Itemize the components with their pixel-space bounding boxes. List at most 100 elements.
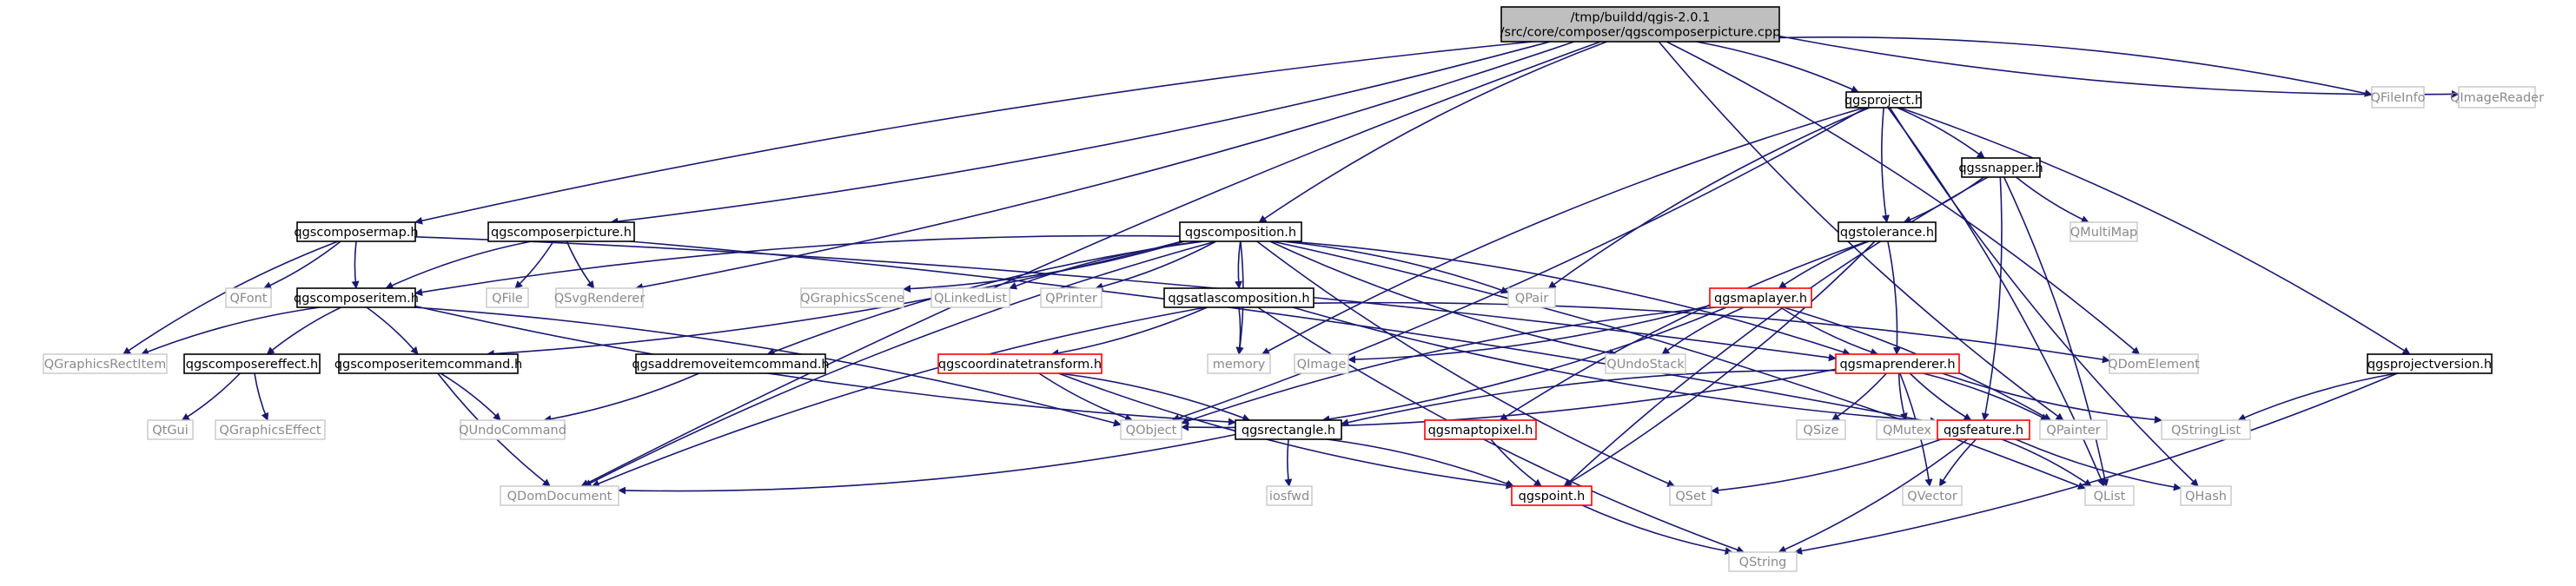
edge-qgscomposition-to-qdomdocument xyxy=(583,240,1216,487)
node-label: qgsaddremoveitemcommand.h xyxy=(632,358,829,372)
node-box xyxy=(1120,419,1182,440)
node-label: qgssnapper.h xyxy=(1958,161,2043,175)
node-box xyxy=(1507,287,1556,308)
node-box xyxy=(338,353,519,374)
node-label: qgscoordinatetransform.h xyxy=(938,358,1102,372)
edge-root-to-qgscomposition xyxy=(1258,41,1607,223)
node-qgscomposerpicture[interactable]: qgscomposerpicture.h xyxy=(487,221,635,242)
node-label: qgspoint.h xyxy=(1519,490,1586,504)
edge-root-to-qsvgrenderer xyxy=(634,41,1575,291)
edge-qgssnapper-to-qlist xyxy=(2003,176,2109,487)
edge-qgscomposermap-to-qgscomposeritem xyxy=(351,240,360,289)
edge-qgsmaptopixel-to-qgspoint xyxy=(1490,438,1542,487)
edge-qgstolerance-to-qgsmaptopixel xyxy=(1499,240,1868,421)
node-qgsmaplayer[interactable]: qgsmaplayer.h xyxy=(1709,287,1812,308)
node-label: QDomElement xyxy=(2108,358,2200,372)
node-qgsmaprenderer[interactable]: qgsmaprenderer.h xyxy=(1835,353,1960,374)
edge-qgsmaplayer-to-qundostack xyxy=(1661,306,1745,355)
node-label: QPrinter xyxy=(1045,292,1097,306)
node-box xyxy=(1266,485,1313,506)
edge-qgsmaprenderer-to-qsize xyxy=(1831,372,1887,421)
node-label: qgsatlascomposition.h xyxy=(1168,292,1309,306)
node-qprinter: QPrinter xyxy=(1040,287,1103,308)
node-qimage: QImage xyxy=(1294,353,1349,374)
edge-qgsatlascomposition-to-qdomdocument xyxy=(591,306,1207,488)
node-box xyxy=(500,485,619,506)
node-label: QString xyxy=(1739,556,1787,570)
node-box xyxy=(2180,485,2232,506)
node-box xyxy=(2458,86,2536,109)
edge-qgsaddremoveitemcommand-to-qundocommand xyxy=(543,372,700,424)
node-memory: memory xyxy=(1207,353,1271,374)
node-qlinkedlist: QLinkedList xyxy=(930,287,1010,308)
node-label: qgscomposerpicture.h xyxy=(491,226,632,240)
node-qgsproject[interactable]: qgsproject.h xyxy=(1844,91,1923,109)
edge-qgsproject-to-qhash xyxy=(1889,107,2199,487)
node-qgsrectangle[interactable]: qgsrectangle.h xyxy=(1235,419,1342,440)
node-box xyxy=(2084,485,2135,506)
node-label: qgscomposereffect.h xyxy=(186,358,318,372)
node-qgsprojectversion[interactable]: qgsprojectversion.h xyxy=(2367,353,2493,374)
edge-qgsmaplayer-to-qgsrectangle xyxy=(1321,306,1727,424)
node-box xyxy=(486,287,529,308)
node-label: QSet xyxy=(1675,490,1706,504)
node-qgscomposition[interactable]: qgscomposition.h xyxy=(1179,221,1302,242)
edge-qgsatlascomposition-to-qdomelement xyxy=(1313,301,2110,364)
node-label: QPair xyxy=(1515,292,1548,306)
node-qgsfeature[interactable]: qgsfeature.h xyxy=(1937,419,2030,440)
edge-qgsmaprenderer-to-qmutex xyxy=(1897,372,1908,421)
edge-qgsmaplayer-to-qobject xyxy=(1181,306,1717,425)
node-qgstolerance[interactable]: qgstolerance.h xyxy=(1838,221,1937,242)
node-box xyxy=(1294,353,1349,374)
node-iosfwd: iosfwd xyxy=(1266,485,1313,506)
edge-qgssnapper-to-qgstolerance xyxy=(1903,176,1984,224)
edge-root-to-qfileinfo xyxy=(1778,36,2373,97)
node-box xyxy=(1040,287,1103,308)
node-label: qgsmaptopixel.h xyxy=(1428,424,1533,438)
edge-qgscomposerpicture-to-qgscomposeritem xyxy=(385,240,532,289)
edge-qgsprojectversion-to-qstringlist xyxy=(2237,372,2398,421)
node-label: QLinkedList xyxy=(934,292,1007,306)
edge-root-to-qimagereader xyxy=(1778,35,2460,98)
node-label: QGraphicsScene xyxy=(800,292,904,306)
node-root[interactable]: /tmp/buildd/qgis-2.0.1/src/core/composer… xyxy=(1500,6,1781,43)
node-qgscoordinatetransform[interactable]: qgscoordinatetransform.h xyxy=(937,353,1103,374)
node-qgscomposeritem[interactable]: qgscomposeritem.h xyxy=(294,287,419,308)
edge-qgssnapper-to-qmultimap xyxy=(2016,176,2089,223)
edge-root-to-qpainter xyxy=(1658,41,2064,421)
edge-qgscomposition-to-qset xyxy=(1256,240,1676,487)
node-qgsaddremoveitemcommand[interactable]: qgsaddremoveitemcommand.h xyxy=(632,353,830,374)
node-label: QFileInfo xyxy=(2370,91,2425,105)
edge-qgscomposition-to-qgsmaprenderer xyxy=(1288,240,1851,356)
node-qpainter: QPainter xyxy=(2039,419,2108,440)
node-qgscomposermap[interactable]: qgscomposermap.h xyxy=(294,221,419,242)
node-qgspoint[interactable]: qgspoint.h xyxy=(1511,485,1593,506)
node-qgsmaptopixel[interactable]: qgsmaptopixel.h xyxy=(1424,419,1537,440)
edge-qgsatlascomposition-to-qstring xyxy=(1257,306,1745,554)
node-box xyxy=(1207,353,1271,374)
edge-qgsfeature-to-qlist xyxy=(2001,438,2092,487)
edge-qgscomposeritem-to-qgscomposereffect xyxy=(266,306,341,355)
edge-qgscomposermap-to-qgsmaprenderer xyxy=(414,236,1837,362)
edge-qgspoint-to-qstring xyxy=(1581,504,1733,555)
node-qgsatlascomposition[interactable]: qgsatlascomposition.h xyxy=(1163,287,1314,308)
node-box xyxy=(555,287,644,308)
node-qfile: QFile xyxy=(486,287,529,308)
node-qgscomposereffect[interactable]: qgscomposereffect.h xyxy=(183,353,321,374)
edge-qgsmaprenderer-to-qpainter xyxy=(1923,372,2049,421)
edge-qgscomposition-to-qgsaddremoveitemcommand xyxy=(766,240,1204,356)
node-qgssnapper[interactable]: qgssnapper.h xyxy=(1958,157,2043,178)
edge-qgssnapper-to-qgsfeature xyxy=(1981,176,2003,421)
node-box xyxy=(1605,353,1686,374)
node-qhash: QHash xyxy=(2180,485,2232,506)
node-box xyxy=(1511,485,1593,506)
edge-qgsrectangle-to-qgspoint xyxy=(1326,438,1514,488)
edge-qgscomposition-to-qgscomposeritemcommand xyxy=(486,240,1182,358)
edge-qgsproject-to-memory xyxy=(1262,107,1865,355)
edge-qgscomposition-to-qprinter xyxy=(1095,240,1217,291)
node-qgscomposeritemcommand[interactable]: qgscomposeritemcommand.h xyxy=(334,353,522,374)
node-qstringlist: QStringList xyxy=(2161,419,2251,440)
node-label: QHash xyxy=(2185,490,2227,504)
node-qmultimap: QMultiMap xyxy=(2069,221,2138,242)
